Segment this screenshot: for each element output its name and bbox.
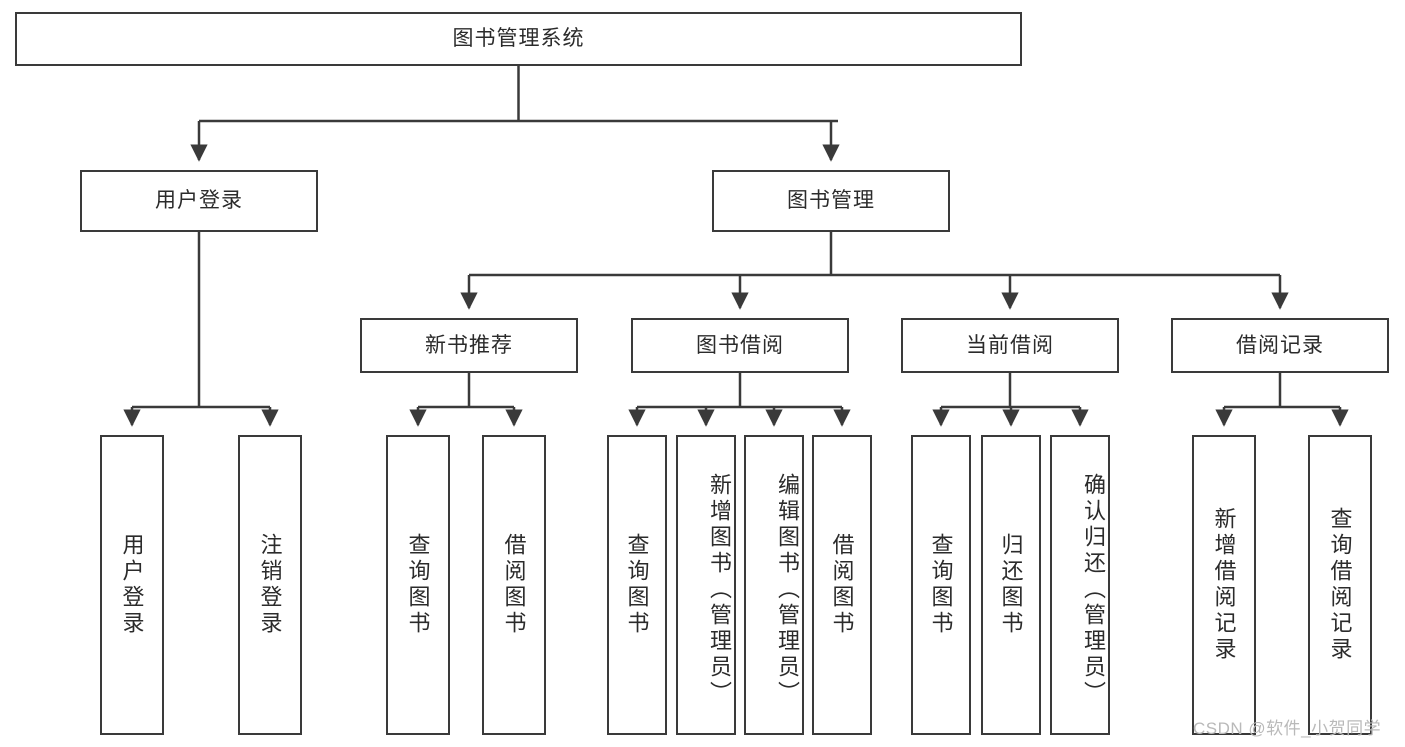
leaf-return-book[interactable]: 归还图书 [981, 435, 1041, 735]
node-new-book-recommend[interactable]: 新书推荐 [360, 318, 578, 373]
leaf-confirm-return-admin[interactable]: 确认归还（管理员） [1050, 435, 1110, 735]
csdn-watermark: CSDN @软件_小贺同学 [1193, 719, 1382, 738]
leaf-add-borrow-record[interactable]: 新增借阅记录 [1192, 435, 1256, 735]
leaf-query-borrow-record[interactable]: 查询借阅记录 [1308, 435, 1372, 735]
node-root[interactable]: 图书管理系统 [15, 12, 1022, 66]
leaf-add-book-admin[interactable]: 新增图书（管理员） [676, 435, 736, 735]
leaf-borrow-book-recommend[interactable]: 借阅图书 [482, 435, 546, 735]
leaf-query-book-current[interactable]: 查询图书 [911, 435, 971, 735]
node-book-borrow[interactable]: 图书借阅 [631, 318, 849, 373]
node-borrow-record[interactable]: 借阅记录 [1171, 318, 1389, 373]
node-current-borrow[interactable]: 当前借阅 [901, 318, 1119, 373]
leaf-edit-book-admin[interactable]: 编辑图书（管理员） [744, 435, 804, 735]
leaf-user-login[interactable]: 用户登录 [100, 435, 164, 735]
leaf-query-book-borrow[interactable]: 查询图书 [607, 435, 667, 735]
node-book-manage[interactable]: 图书管理 [712, 170, 950, 232]
leaf-query-book-recommend[interactable]: 查询图书 [386, 435, 450, 735]
leaf-borrow-book-borrow[interactable]: 借阅图书 [812, 435, 872, 735]
leaf-logout-login[interactable]: 注销登录 [238, 435, 302, 735]
node-user-login[interactable]: 用户登录 [80, 170, 318, 232]
